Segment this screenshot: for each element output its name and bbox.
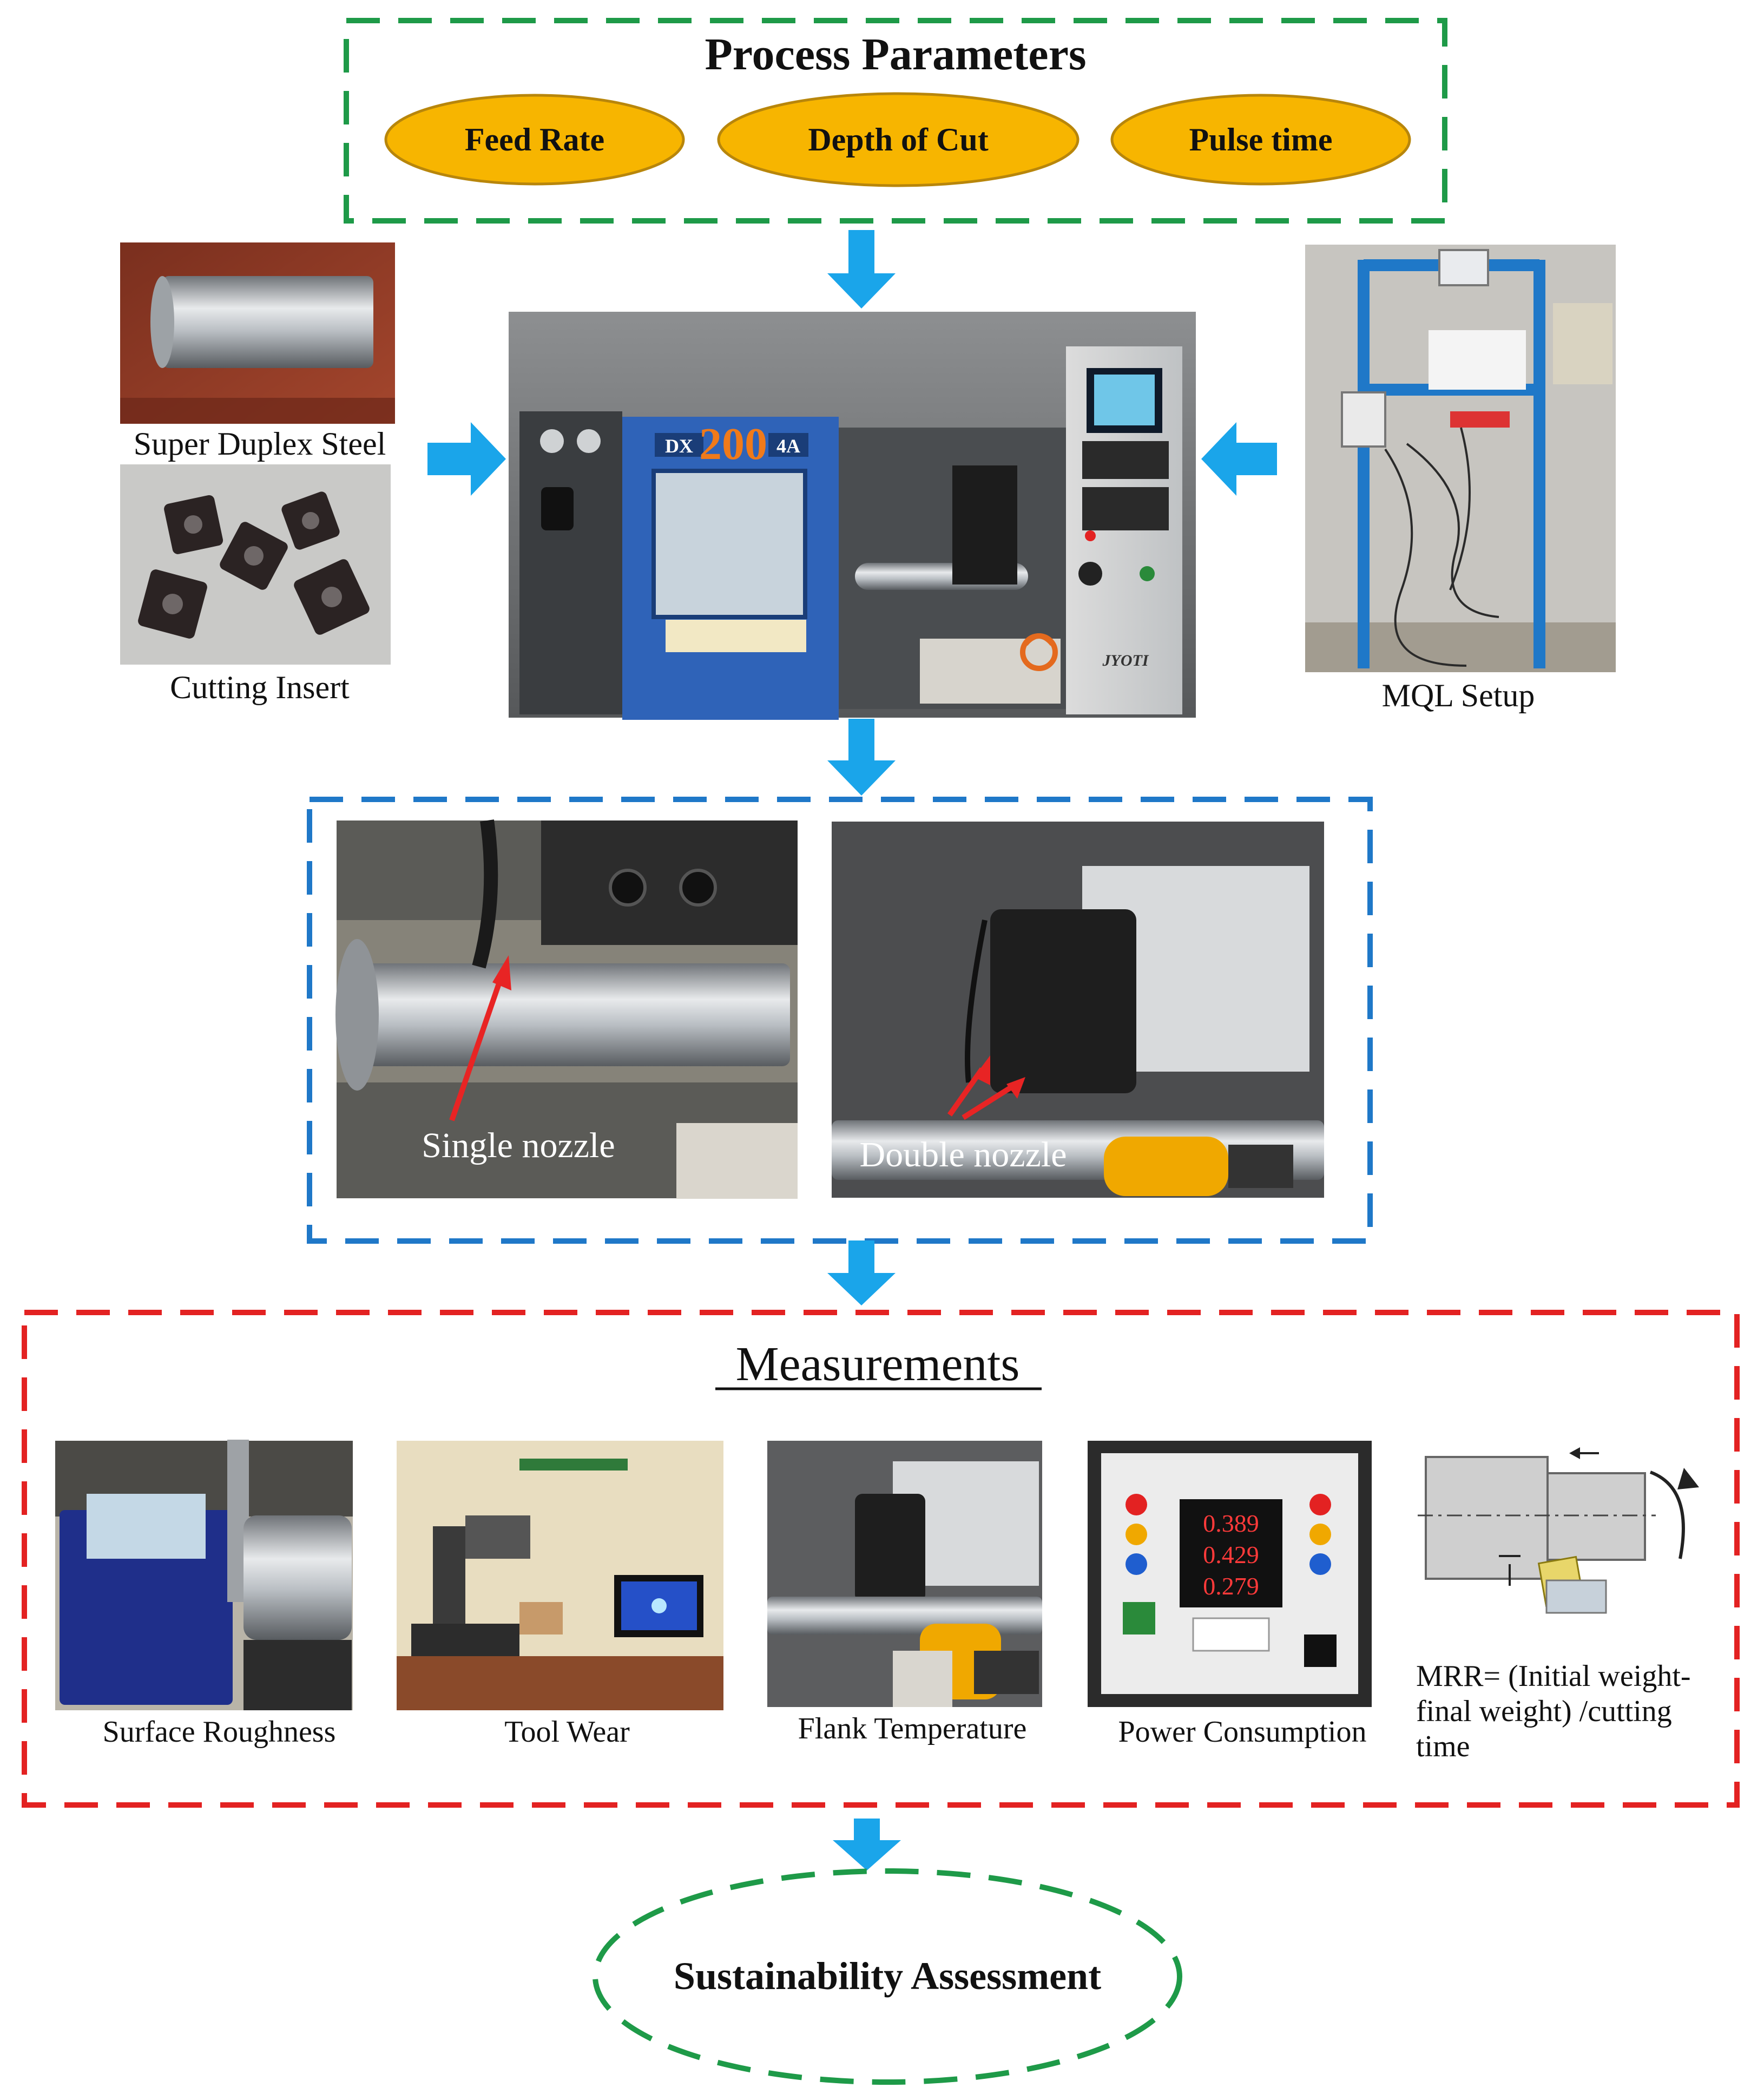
param-feed-rate: Feed Rate: [384, 94, 685, 186]
double-nozzle-pointer-arrows: [947, 1055, 1025, 1120]
mrr-formula-line-3: time: [1416, 1730, 1470, 1763]
mrr-formula-line-1: MRR= (Initial weight-: [1416, 1659, 1691, 1693]
mrr-turning-schematic: [1418, 1447, 1699, 1614]
mrr-formula-line-2: final weight) /cutting: [1416, 1695, 1672, 1728]
single-nozzle-photo: [335, 819, 798, 1199]
process-parameters-box: [344, 18, 1447, 224]
super-duplex-steel-label: Super Duplex Steel: [134, 426, 386, 462]
surface-roughness-label: Surface Roughness: [103, 1715, 336, 1749]
arrow-down-icon: [827, 1240, 896, 1305]
param-pulse-time-label: Pulse time: [1189, 122, 1333, 157]
tool-wear-label: Tool Wear: [504, 1715, 630, 1749]
flank-temperature-photo: [767, 1441, 1042, 1707]
mql-setup-label: MQL Setup: [1382, 678, 1535, 713]
svg-text:4A: 4A: [776, 435, 800, 457]
param-depth-of-cut-label: Depth of Cut: [808, 122, 988, 157]
machine-maker-text: JYOTI: [1102, 652, 1149, 669]
process-parameters-section: Process Parameters Feed Rate Depth of Cu…: [344, 18, 1447, 224]
cnc-lathe-photo: DX 200 4A JYOTI: [509, 312, 1196, 720]
param-depth-of-cut: Depth of Cut: [717, 92, 1080, 187]
tool-wear-photo: [397, 1441, 723, 1710]
param-feed-rate-label: Feed Rate: [465, 122, 604, 157]
power-consumption-photo: 0.389 0.429 0.279: [1088, 1441, 1372, 1707]
arrow-down-icon: [827, 719, 896, 796]
arrow-down-icon: [827, 230, 896, 308]
power-consumption-label: Power Consumption: [1118, 1715, 1367, 1749]
feed-arrow-icon: [1569, 1447, 1599, 1459]
power-reading-3: 0.279: [1203, 1572, 1259, 1600]
jyoti-logo-icon: [1020, 633, 1058, 671]
nozzle-configuration-box: [307, 797, 1373, 1244]
rotation-arrow-icon: [1649, 1471, 1685, 1559]
measurements-box: [22, 1310, 1740, 1808]
cutting-insert-label: Cutting Insert: [170, 669, 350, 705]
param-pulse-time: Pulse time: [1110, 94, 1411, 186]
cutting-insert-photo: [120, 464, 391, 665]
double-nozzle-label: Double nozzle: [859, 1135, 1067, 1174]
surface-roughness-photo: [55, 1440, 353, 1710]
sustainability-assessment-label: Sustainability Assessment: [674, 1954, 1101, 1998]
sustainability-assessment-ellipse: [593, 1868, 1182, 2085]
flank-temperature-label: Flank Temperature: [798, 1712, 1027, 1745]
mql-setup-photo: [1305, 245, 1616, 672]
power-reading-1: 0.389: [1203, 1509, 1259, 1537]
power-reading-2: 0.429: [1203, 1541, 1259, 1568]
svg-text:DX: DX: [665, 435, 693, 457]
arrow-right-icon: [427, 422, 506, 496]
super-duplex-steel-photo: [120, 242, 395, 424]
single-nozzle-label: Single nozzle: [422, 1126, 615, 1165]
process-parameters-title: Process Parameters: [705, 29, 1086, 80]
arrow-left-icon: [1201, 422, 1277, 496]
double-nozzle-photo: [832, 822, 1324, 1198]
measurements-title: Measurements: [736, 1337, 1020, 1391]
arrow-down-icon: [833, 1819, 901, 1870]
svg-text:200: 200: [699, 419, 767, 469]
single-nozzle-pointer-arrow: [449, 955, 511, 1121]
